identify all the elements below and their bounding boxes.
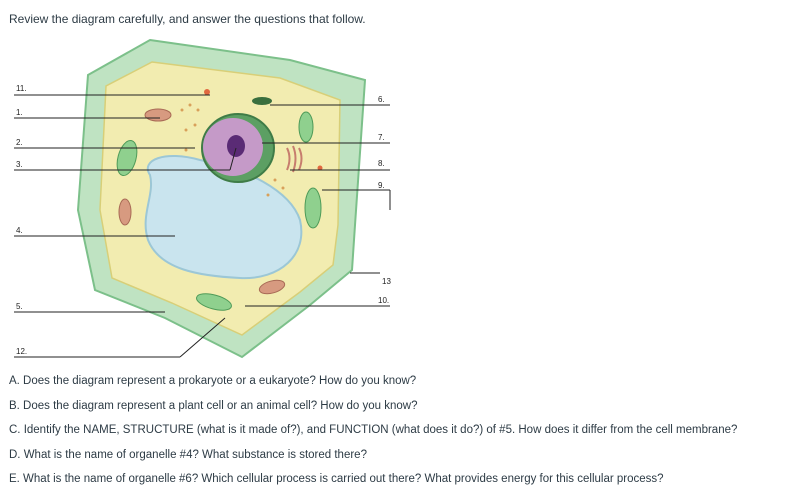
ribosome-cluster bbox=[252, 97, 272, 105]
label-5: 5. bbox=[16, 302, 23, 311]
plant-cell-diagram: 11. 1. 2. 3. 4. 5. 12. 6. 7. 8. 9. 13 10… bbox=[14, 38, 391, 359]
label-4: 4. bbox=[16, 226, 23, 235]
question-e: E. What is the name of organelle #6? Whi… bbox=[9, 473, 664, 485]
label-9: 9. bbox=[378, 181, 385, 190]
label-1: 1. bbox=[16, 108, 23, 117]
label-3: 3. bbox=[16, 160, 23, 169]
chloroplast bbox=[298, 111, 314, 143]
label-2: 2. bbox=[16, 138, 23, 147]
mitochondrion bbox=[258, 279, 286, 295]
label-11: 11. bbox=[16, 84, 27, 93]
label-12: 12. bbox=[16, 347, 27, 356]
endoplasmic-reticulum bbox=[180, 103, 285, 197]
question-b: B. Does the diagram represent a plant ce… bbox=[9, 399, 418, 412]
mitochondrion bbox=[144, 108, 172, 122]
question-a: A. Does the diagram represent a prokaryo… bbox=[9, 375, 417, 387]
leader-lines bbox=[14, 94, 391, 358]
label-10: 10. bbox=[378, 296, 389, 305]
instructions-text: Review the diagram carefully, and answer… bbox=[9, 12, 366, 26]
label-6: 6. bbox=[378, 95, 385, 104]
chloroplast bbox=[304, 187, 322, 229]
vesicle bbox=[317, 165, 323, 171]
nucleolus bbox=[227, 135, 245, 157]
question-d: D. What is the name of organelle #4? Wha… bbox=[9, 448, 367, 461]
mitochondrion bbox=[118, 198, 132, 226]
question-list: A. Does the diagram represent a prokaryo… bbox=[9, 373, 789, 496]
question-c: C. Identify the NAME, STRUCTURE (what is… bbox=[9, 424, 738, 436]
chloroplast bbox=[116, 139, 138, 177]
chloroplast bbox=[196, 293, 232, 311]
vesicle bbox=[204, 89, 210, 95]
label-8: 8. bbox=[378, 159, 385, 168]
central-vacuole bbox=[144, 154, 303, 280]
label-13: 13 bbox=[382, 277, 391, 286]
label-7: 7. bbox=[378, 133, 385, 142]
